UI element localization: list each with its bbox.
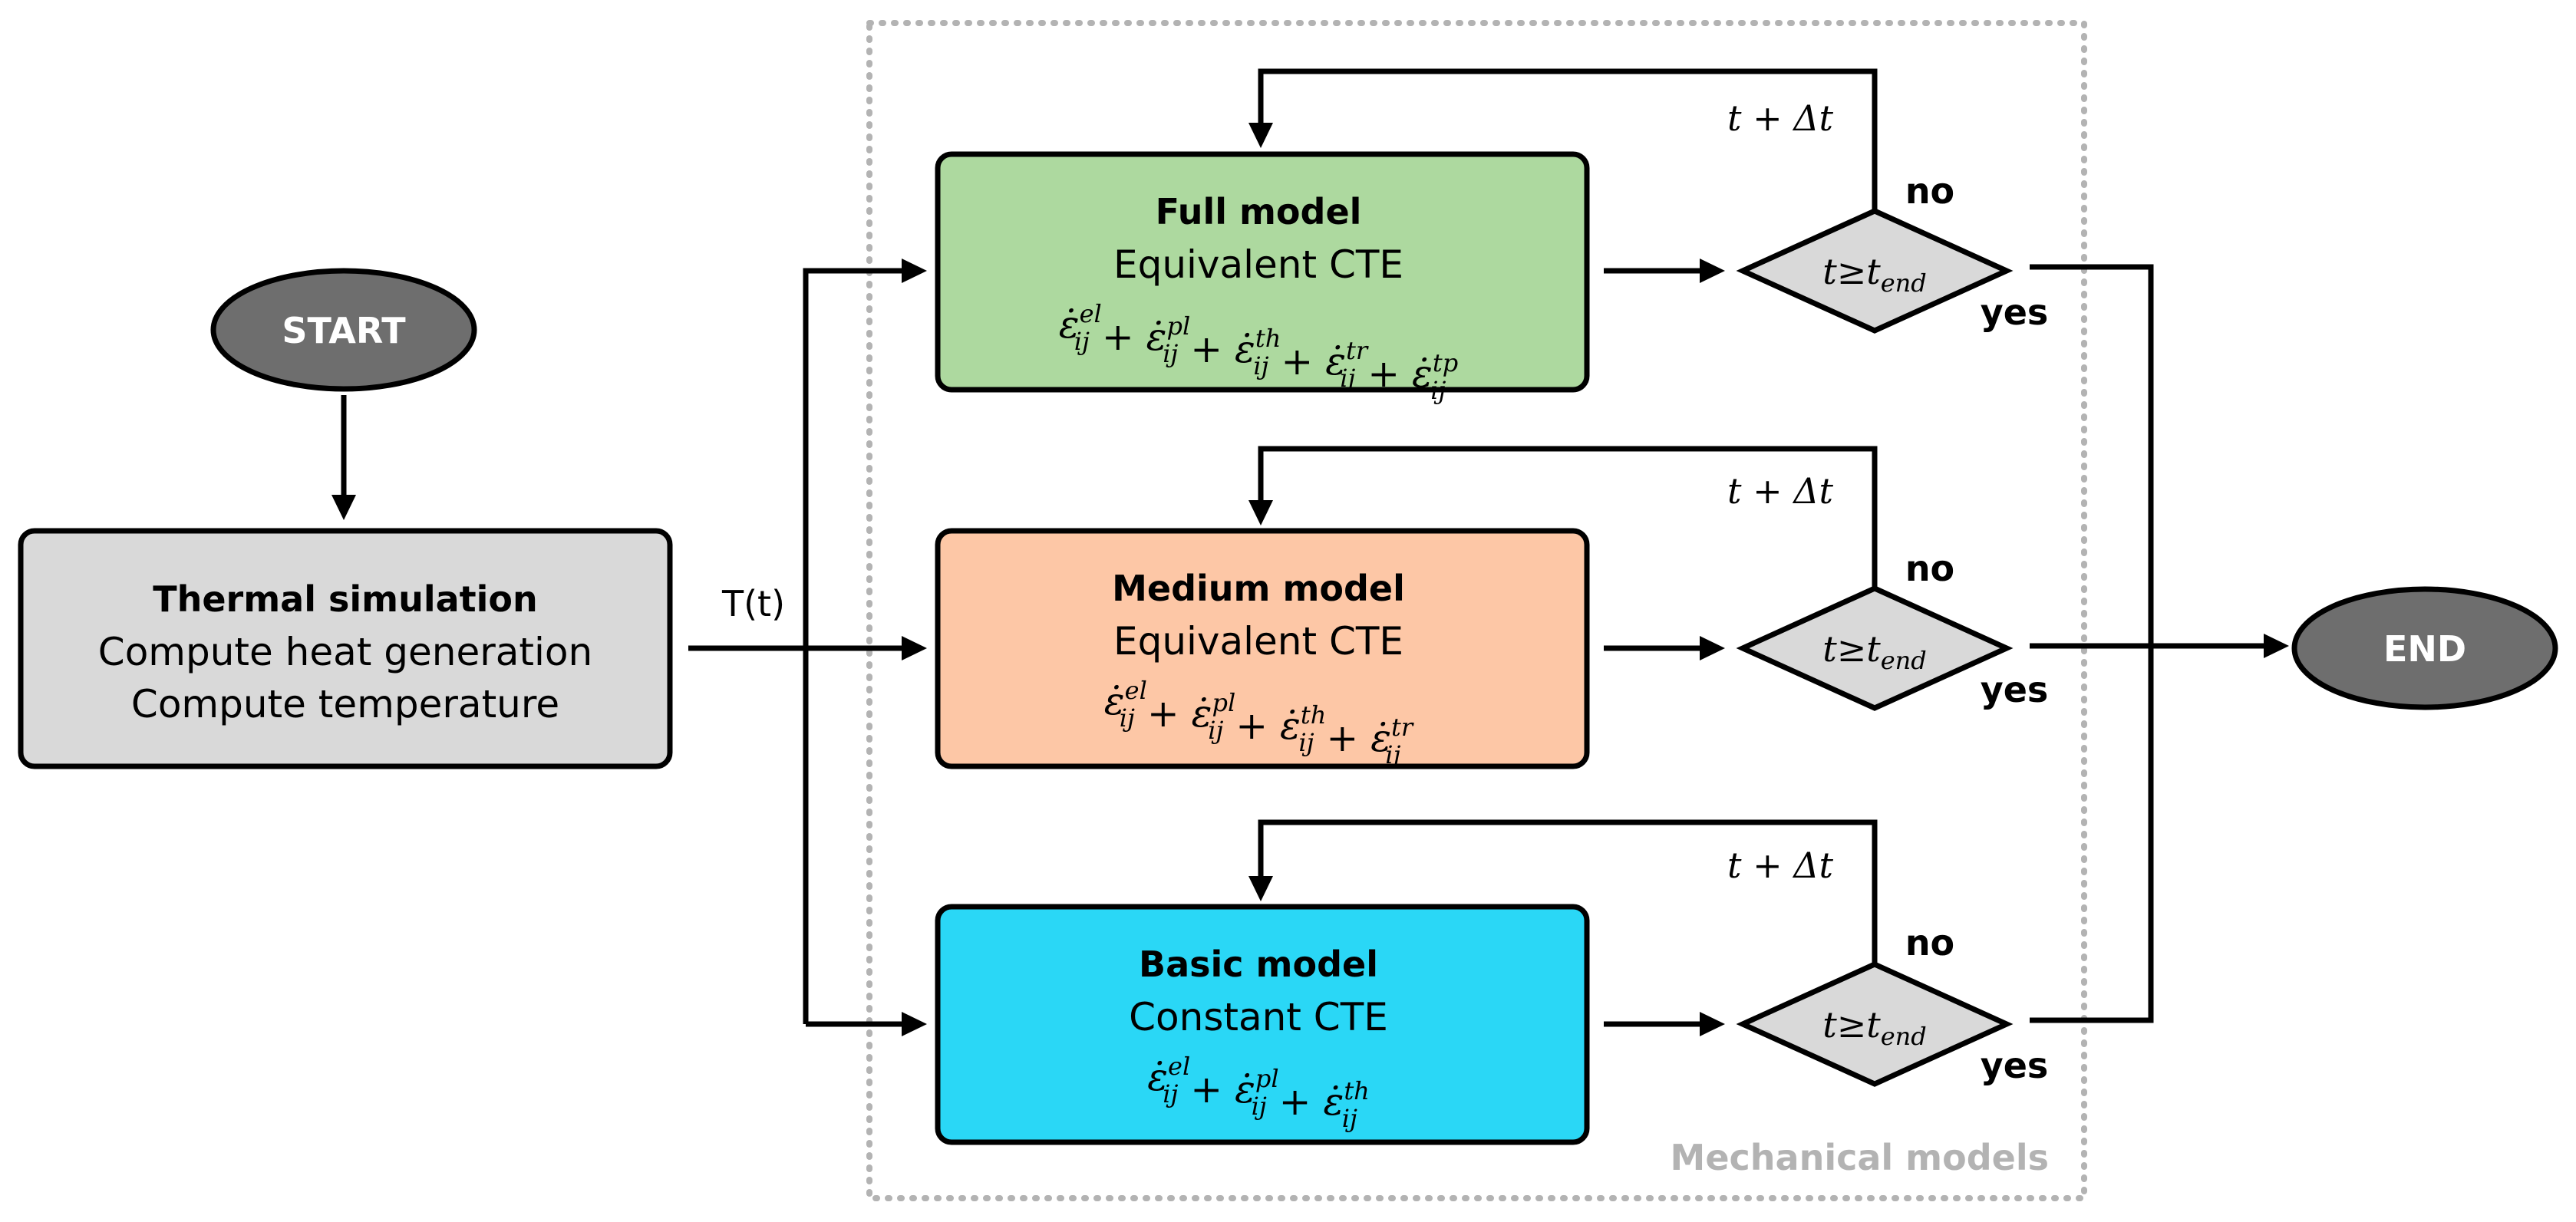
strain-term-subscript: ij — [1163, 1079, 1178, 1108]
strain-rate-symbol: ε̇ — [1235, 327, 1255, 371]
full-model-decision — [1736, 208, 2014, 334]
full-model-loop-label: t + Δt — [1727, 97, 1833, 139]
strain-rate-symbol: ε̇ — [1412, 351, 1433, 396]
medium-model-condition: t≥tend — [1822, 628, 1927, 675]
strain-term-subscript: ij — [1074, 327, 1090, 356]
strain-term-superscript: pl — [1255, 1064, 1279, 1093]
end-node: END — [2291, 586, 2558, 710]
strain-rate-symbol: ε̇ — [1325, 339, 1346, 384]
strain-term-superscript: el — [1125, 676, 1147, 705]
strain-term-subscript: ij — [1208, 716, 1223, 745]
strain-term-subscript: ij — [1252, 1092, 1267, 1121]
group-label: Mechanical models — [1671, 1137, 2049, 1178]
medium-model-subtitle: Equivalent CTE — [1113, 619, 1403, 664]
full-model-title: Full model — [1156, 191, 1362, 232]
strain-term-superscript: el — [1080, 299, 1102, 328]
distribution-arrowheads — [902, 259, 927, 1036]
basic-model-subtitle: Constant CTE — [1129, 995, 1388, 1039]
full-model-no-label: no — [1905, 170, 1954, 212]
basic-model-loop-label: t + Δt — [1727, 845, 1833, 886]
start-node: START — [210, 268, 477, 392]
strain-term-superscript: el — [1168, 1052, 1190, 1081]
medium-model-loop-label: t + Δt — [1727, 470, 1833, 512]
strain-term-superscript: tr — [1346, 336, 1369, 365]
basic-model-title: Basic model — [1139, 944, 1378, 985]
strain-term-subscript: ij — [1340, 364, 1355, 393]
thermal-line-2: Compute temperature — [131, 682, 559, 726]
strain-term-subscript: ij — [1342, 1104, 1357, 1133]
medium-model-box — [935, 528, 1590, 769]
end-label: END — [2383, 628, 2466, 670]
end-arrowhead — [2264, 634, 2289, 658]
strain-term-subscript: ij — [1298, 728, 1314, 757]
medium-model-title: Medium model — [1112, 568, 1405, 609]
strain-rate-symbol: ε̇ — [1146, 315, 1167, 359]
basic-model-box — [935, 904, 1590, 1145]
full-model-subtitle: Equivalent CTE — [1113, 242, 1403, 287]
medium-model-yes-label: yes — [1981, 669, 2049, 710]
strain-rate-symbol: ε̇ — [1147, 1055, 1168, 1099]
full-model-yes-label: yes — [1981, 292, 2049, 333]
medium-model-decision — [1736, 585, 2014, 711]
thermal-simulation-box: Thermal simulation Compute heat generati… — [18, 528, 673, 769]
strain-term-superscript: tp — [1433, 348, 1458, 377]
strain-term-superscript: th — [1255, 324, 1281, 353]
basic-model-condition: t≥tend — [1822, 1004, 1927, 1051]
strain-term-superscript: th — [1344, 1076, 1369, 1105]
start-label: START — [282, 310, 406, 351]
strain-term-superscript: tr — [1391, 713, 1414, 742]
strain-term-superscript: pl — [1166, 311, 1190, 341]
strain-term-superscript: pl — [1212, 688, 1235, 717]
strain-term-subscript: ij — [1163, 339, 1178, 368]
basic-model-yes-label: yes — [1981, 1045, 2049, 1086]
strain-term-subscript: ij — [1253, 351, 1268, 380]
thermal-line-1: Compute heat generation — [98, 630, 592, 674]
strain-term-subscript: ij — [1430, 376, 1446, 405]
strain-term-subscript: ij — [1120, 703, 1135, 733]
strain-rate-symbol: ε̇ — [1280, 703, 1301, 748]
strain-rate-symbol: ε̇ — [1192, 691, 1212, 736]
basic-model-decision — [1736, 961, 2014, 1087]
distribution-connector — [688, 268, 902, 1027]
medium-model-no-label: no — [1905, 548, 1954, 589]
thermal-title: Thermal simulation — [153, 578, 538, 620]
strain-term-subscript: ij — [1385, 740, 1400, 769]
basic-model-no-label: no — [1905, 922, 1954, 963]
full-model-condition: t≥tend — [1822, 251, 1927, 298]
strain-rate-symbol: ε̇ — [1104, 679, 1125, 723]
signal-label: T(t) — [721, 583, 785, 624]
full-model-box — [935, 151, 1590, 393]
mechanical-models-group — [866, 20, 2087, 1201]
merge-to-end-connector — [2030, 264, 2264, 1023]
strain-rate-symbol: ε̇ — [1370, 716, 1391, 760]
strain-rate-symbol: ε̇ — [1235, 1067, 1255, 1112]
start-to-thermal-arrow — [331, 395, 356, 520]
strain-rate-symbol: ε̇ — [1323, 1079, 1344, 1124]
strain-rate-symbol: ε̇ — [1059, 302, 1080, 347]
strain-term-superscript: th — [1301, 700, 1326, 730]
